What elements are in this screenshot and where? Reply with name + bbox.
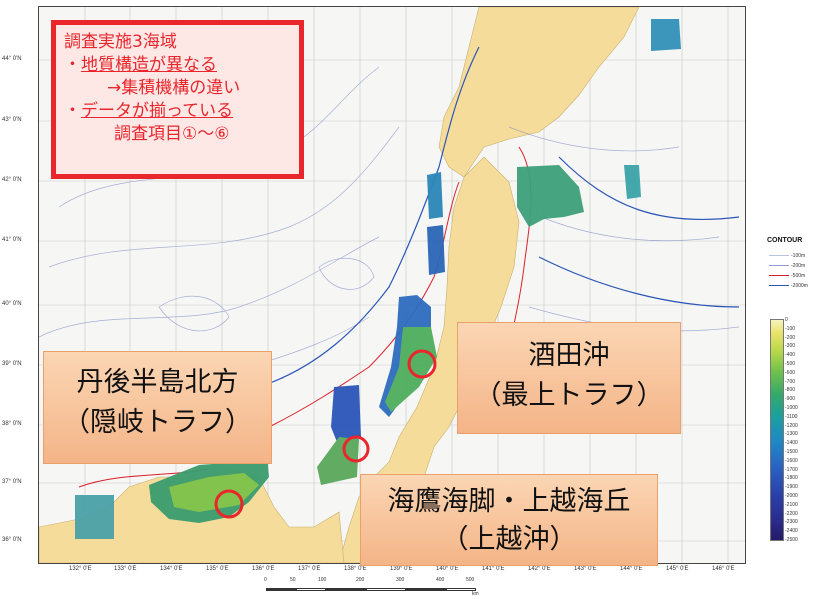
depth-colorbar: [770, 319, 784, 541]
callout-joetsu-subtitle: （上越沖）: [441, 524, 577, 555]
depth-label: -1700: [785, 466, 798, 473]
info-bullet-data: ・データが揃っている: [64, 101, 234, 121]
survey-circles: [214, 349, 437, 519]
lon-tick: 134° 0'E: [160, 566, 183, 572]
depth-label: 0: [785, 317, 788, 323]
depth-label: -200: [785, 334, 796, 341]
depth-label: -2000: [785, 493, 798, 499]
lon-tick: 145° 0'E: [666, 566, 689, 572]
scale-tick: 300: [396, 577, 405, 583]
depth-label: -1600: [785, 457, 798, 464]
callout-tango-title: 丹後半島北方: [76, 367, 239, 398]
lon-tick: 141° 0'E: [482, 566, 505, 572]
lon-tick: 144° 0'E: [620, 566, 643, 572]
depth-label: -900: [785, 396, 796, 403]
lon-tick: 143° 0'E: [574, 566, 597, 572]
legend-contour-title: CONTOUR: [767, 237, 803, 244]
depth-label: -2400: [785, 528, 798, 535]
survey-circle-joetsu: [342, 435, 370, 463]
info-items: 調査項目①～⑥: [114, 124, 230, 144]
depth-label: -1500: [785, 449, 798, 455]
callout-sakata-title: 酒田沖: [528, 340, 610, 371]
lat-tick: 40° 0'N: [2, 301, 22, 307]
lon-tick: 142° 0'E: [528, 566, 551, 572]
callout-sakata-subtitle: （最上トラフ）: [474, 380, 664, 411]
lat-tick: 37° 0'N: [2, 479, 22, 485]
legend-contour-item: -100m: [769, 253, 805, 262]
depth-label: -1100: [785, 413, 798, 420]
depth-label: -1200: [785, 422, 798, 429]
lat-tick: 44° 0'N: [2, 56, 22, 62]
lat-tick: 38° 0'N: [2, 421, 22, 427]
scale-tick: 200: [356, 577, 365, 583]
lon-tick: 140° 0'E: [436, 566, 459, 572]
depth-label: -1900: [785, 484, 798, 491]
callout-sakata: 酒田沖 （最上トラフ）: [457, 322, 681, 434]
depth-label: -800: [785, 387, 796, 394]
lat-tick: 36° 0'N: [2, 537, 22, 543]
scale-tick: 100: [318, 577, 327, 583]
depth-label: -2100: [785, 501, 798, 508]
scale-tick: 50: [290, 577, 296, 583]
scale-tick: 0: [264, 577, 267, 583]
callout-tango: 丹後半島北方 （隠岐トラフ）: [43, 351, 272, 464]
info-title: 調査実施3海域: [64, 32, 177, 52]
lon-tick: 139° 0'E: [390, 566, 413, 572]
lon-tick: 132° 0'E: [69, 566, 92, 572]
depth-label: -300: [785, 343, 796, 350]
depth-label: -2200: [785, 510, 798, 517]
map-graphic: [39, 7, 745, 563]
callout-joetsu: 海鷹海脚・上越海丘 （上越沖）: [360, 474, 658, 566]
legend-contour-item: -500m: [769, 273, 805, 282]
scale-bar: 0 50 100 200 300 400 500 km: [256, 577, 486, 599]
depth-label: -1000: [785, 405, 798, 411]
depth-label: -400: [785, 352, 796, 359]
legend-contour-item: -200m: [769, 263, 805, 272]
info-arrow-mechanism: →集積機構の違い: [107, 78, 241, 98]
lon-tick: 135° 0'E: [206, 566, 229, 572]
scale-unit: km: [472, 591, 479, 597]
lat-tick: 43° 0'N: [2, 117, 22, 123]
depth-label: -100: [785, 325, 796, 332]
callout-tango-subtitle: （隠岐トラフ）: [63, 407, 252, 438]
info-bullet-geology: ・地質構造が異なる: [64, 55, 217, 75]
depth-label: -2500: [785, 537, 798, 543]
lon-tick: 136° 0'E: [252, 566, 275, 572]
depth-label: -1800: [785, 475, 798, 482]
scale-tick: 400: [436, 577, 445, 583]
depth-label: -700: [785, 378, 796, 385]
callout-joetsu-title: 海鷹海脚・上越海丘: [387, 486, 631, 517]
lat-tick: 42° 0'N: [2, 177, 22, 183]
legend-contour-item: -2000m: [769, 283, 808, 292]
lat-tick: 41° 0'N: [2, 237, 22, 243]
survey-circle-sakata: [407, 349, 437, 379]
lon-tick: 146° 0'E: [712, 566, 735, 572]
scale-tick: 500: [466, 577, 475, 583]
lon-tick: 137° 0'E: [298, 566, 321, 572]
survey-circle-tango: [214, 489, 244, 519]
depth-label: -2300: [785, 519, 798, 526]
depth-label: -1300: [785, 431, 798, 438]
depth-label: -500: [785, 361, 796, 367]
survey-info-box: 調査実施3海域 ・地質構造が異なる →集積機構の違い ・データが揃っている 調査…: [51, 20, 304, 179]
depth-label: -600: [785, 369, 796, 376]
depth-label: -1400: [785, 440, 798, 447]
lon-tick: 133° 0'E: [114, 566, 137, 572]
lat-tick: 39° 0'N: [2, 361, 22, 367]
lon-tick: 138° 0'E: [344, 566, 367, 572]
